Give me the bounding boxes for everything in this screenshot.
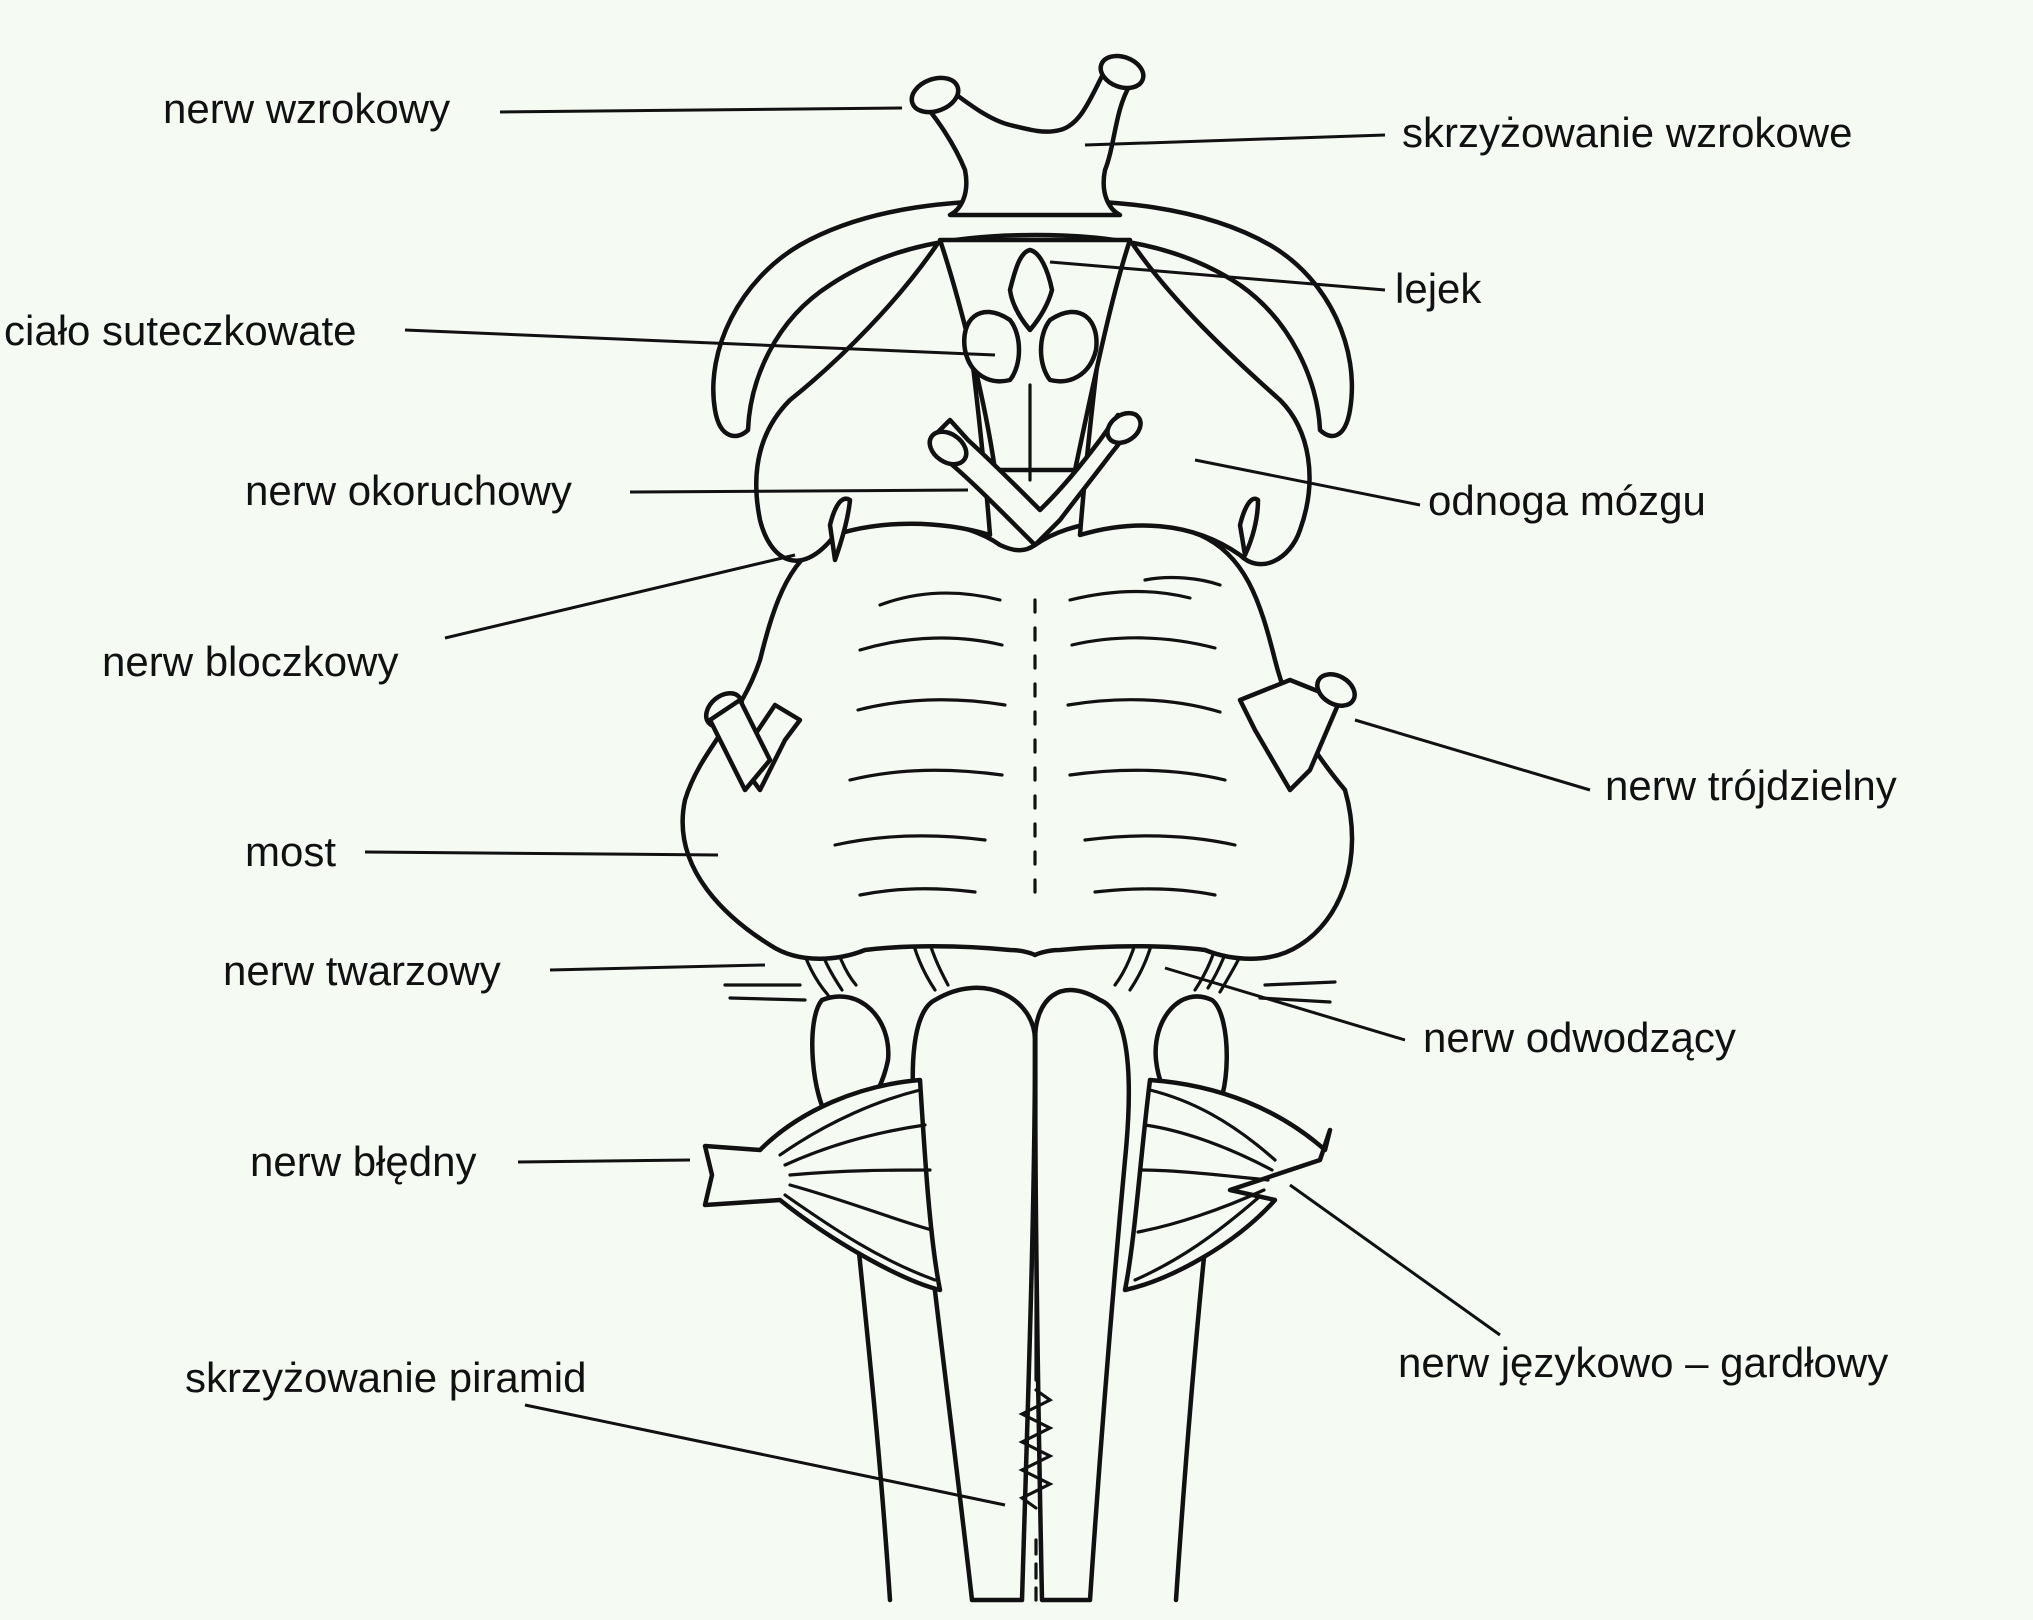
brainstem-illustration (680, 53, 1357, 1603)
labels: nerw wzrokowy skrzyżowanie wzrokowe leje… (4, 85, 1897, 1401)
label-facial-nerve: nerw twarzowy (223, 947, 501, 994)
trigeminal-nerve-right (1237, 677, 1343, 793)
vagus-root-right (1122, 1077, 1333, 1293)
leader-vagus-nerve (517, 1158, 691, 1164)
label-vagus-nerve: nerw błędny (250, 1138, 476, 1185)
optic-nerve-right-cut (1098, 53, 1146, 91)
label-oculomotor-nerve: nerw okoruchowy (245, 467, 572, 514)
oculomotor-nerve-left-cut (927, 429, 969, 467)
leader-infundibulum (1049, 260, 1386, 292)
label-abducens-nerve: nerw odwodzący (1423, 1014, 1736, 1061)
leader-mammillary-body (404, 328, 996, 357)
leader-lines (364, 106, 1591, 1507)
oculomotor-nerve-right-cut (1105, 410, 1143, 446)
pyramid-left (910, 985, 1038, 1603)
leader-abducens-nerve (1164, 966, 1406, 1042)
pyramid-right (1032, 987, 1132, 1603)
leader-pyramidal-decussation (524, 1403, 1006, 1507)
leader-oculomotor-nerve (629, 488, 969, 494)
trigeminal-nerve-right-cut (1315, 672, 1357, 708)
infundibulum (1007, 247, 1055, 333)
vagus-rootlets-left (778, 1088, 937, 1282)
pyramidal-decussation-zigzag (1018, 1388, 1054, 1510)
leader-pons (364, 850, 719, 857)
leader-trochlear-nerve (444, 553, 796, 640)
leader-facial-nerve (549, 963, 766, 972)
label-mammillary-body: ciało suteczkowate (4, 307, 357, 354)
trigeminal-nerve-left-stem (707, 697, 773, 793)
label-optic-nerve: nerw wzrokowy (163, 85, 450, 132)
optic-tract (711, 197, 1355, 439)
label-pyramidal-decussation: skrzyżowanie piramid (185, 1354, 586, 1401)
leader-cerebral-peduncle (1194, 458, 1421, 507)
mammillary-body-left (961, 309, 1022, 384)
label-trochlear-nerve: nerw bloczkowy (102, 638, 398, 685)
label-cerebral-peduncle: odnoga mózgu (1428, 477, 1706, 524)
leader-optic-nerve (499, 106, 903, 114)
label-glossopharyngeal-nerve: nerw językowo – gardłowy (1398, 1339, 1888, 1386)
leader-glossopharyngeal-nerve (1289, 1183, 1501, 1337)
vagus-root-left (702, 1077, 943, 1293)
leader-optic-chiasm (1084, 133, 1386, 147)
trochlear-stub-left (827, 496, 853, 563)
mammillary-body-right (1038, 309, 1099, 384)
trochlear-stub-right (1237, 496, 1261, 558)
optic-nerve-left-cut (909, 75, 961, 115)
label-optic-chiasm: skrzyżowanie wzrokowe (1402, 109, 1852, 156)
vagus-rootlets-right (1133, 1088, 1277, 1282)
pons-transverse-fibers (833, 575, 1237, 897)
leader-trigeminal-nerve (1354, 718, 1591, 792)
label-infundibulum: lejek (1395, 265, 1482, 312)
optic-chiasm (917, 67, 1133, 218)
label-trigeminal-nerve: nerw trójdzielny (1605, 762, 1897, 809)
label-pons: most (245, 828, 336, 875)
